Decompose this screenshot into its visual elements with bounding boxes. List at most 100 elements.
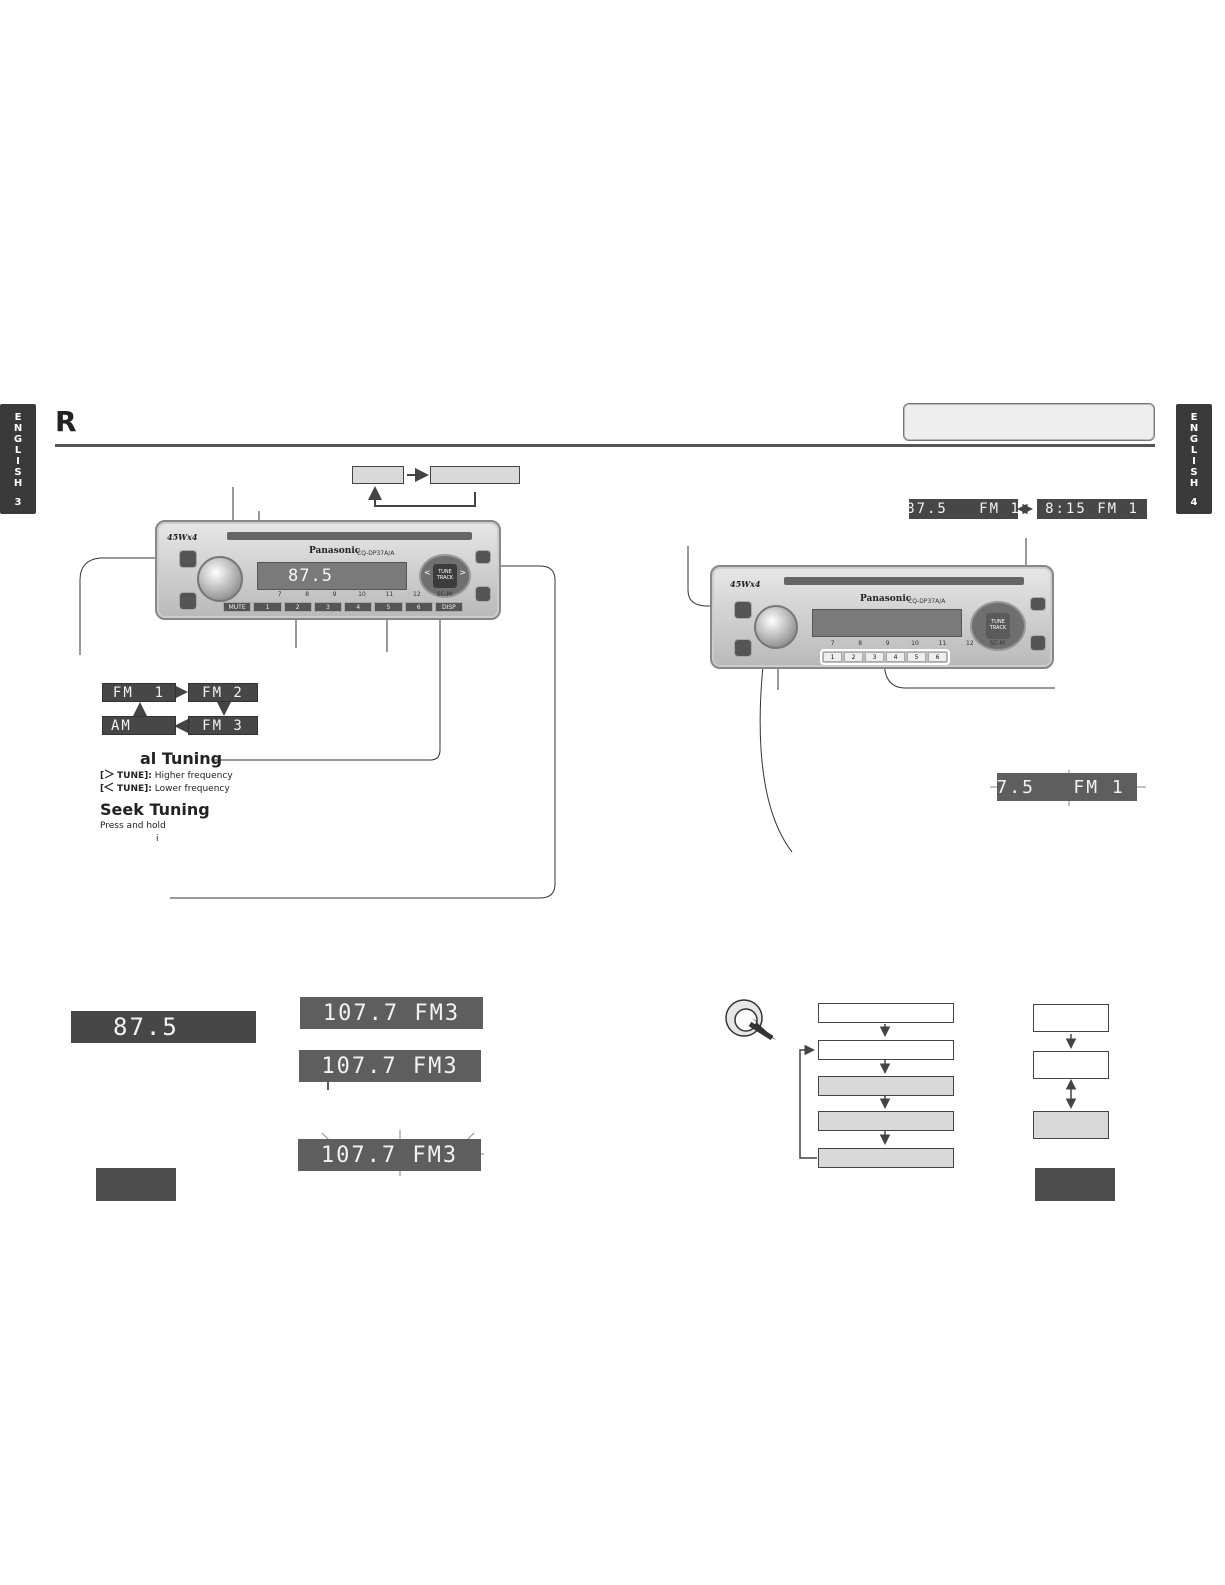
source-button[interactable] [179, 550, 197, 568]
tune-down-label: TUNE]: [117, 784, 152, 794]
preset-num: 11 [385, 591, 394, 598]
power-button[interactable] [1030, 635, 1046, 651]
side-tab-letter: E [14, 412, 22, 423]
preset-button-row: 1 2 3 4 5 6 [820, 649, 950, 665]
preset-num: SC-M [436, 591, 452, 598]
volume-knob[interactable] [754, 605, 798, 649]
preset-button-6[interactable]: 6 [928, 652, 947, 662]
side-tab-letter: H [1189, 478, 1199, 489]
header-callout-box [903, 403, 1155, 441]
tune-left-arrow[interactable]: < [424, 568, 431, 577]
tune-track-dial[interactable]: TUNE TRACK < > [419, 554, 471, 598]
preset-num: 12 [966, 640, 974, 647]
band-lcd-am: AM [102, 716, 176, 735]
band-lcd-fm1: FM 1 [102, 683, 176, 702]
wattage-label: 45Wx4 [730, 579, 761, 589]
preset-number-row: 7 8 9 10 11 12 SC-M [820, 639, 1010, 649]
wattage-label: 45Wx4 [167, 532, 198, 542]
preset-button-2[interactable]: 2 [844, 652, 863, 662]
note-badge-left [96, 1168, 176, 1201]
mute-button[interactable]: MUTE [223, 602, 252, 612]
lcd-display: 87.5 [257, 562, 407, 590]
tune-track-dial[interactable]: TUNE TRACK [970, 601, 1026, 651]
car-stereo-front-panel: 45Wx4 Panasonic CQ-DP37A/A TUNE TRACK 7 … [710, 565, 1054, 669]
tune-up-desc: Higher frequency [154, 771, 233, 781]
tune-right-arrow[interactable]: > [459, 568, 466, 577]
preset-num: 7 [830, 640, 835, 647]
preset-button-5[interactable]: 5 [907, 652, 926, 662]
page-number: 3 [14, 497, 22, 508]
lcd-freq-only: 87.5 [71, 1011, 256, 1043]
preset-num: 11 [938, 640, 947, 647]
tune-up-line: [ TUNE]: Higher frequency [100, 769, 233, 781]
eject-button[interactable] [475, 550, 491, 564]
band-lcd-fm3: FM 3 [188, 716, 258, 735]
side-tab-letter: S [14, 467, 22, 478]
display-frequency: 87.5 [288, 566, 333, 586]
brand-logo: Panasonic [860, 594, 912, 604]
disp-button[interactable]: DISP [434, 602, 463, 612]
preset-num: 8 [858, 640, 863, 647]
flow-box-4 [818, 1111, 954, 1131]
side-tab-letter: N [13, 423, 23, 434]
seek-tuning-heading: Seek Tuning [100, 800, 210, 819]
preset-button-2[interactable]: 2 [283, 602, 312, 612]
side-tab-letter: L [1190, 445, 1198, 456]
tune-track-button[interactable]: TUNE TRACK [986, 613, 1010, 639]
preset-button-1[interactable]: 1 [253, 602, 282, 612]
side-box-2 [1033, 1051, 1109, 1079]
side-box-3 [1033, 1111, 1109, 1139]
page-number: 4 [1190, 497, 1198, 508]
tune-label: TUNE [991, 619, 1005, 625]
side-box-1 [1033, 1004, 1109, 1032]
preset-number-row: 7 8 9 10 11 12 SC-M [267, 590, 457, 600]
model-label: CQ-DP37A/A [357, 550, 395, 557]
preset-button-3[interactable]: 3 [313, 602, 342, 612]
tune-track-button[interactable]: TUNE TRACK [433, 564, 457, 588]
flow-box-1 [818, 1003, 954, 1023]
volume-knob[interactable] [197, 556, 243, 602]
side-tab-english-right: E N G L I S H 4 [1176, 404, 1212, 514]
model-label: CQ-DP37A/A [908, 598, 946, 605]
car-stereo-front-panel: 45Wx4 Panasonic CQ-DP37A/A 87.5 TUNE TRA… [155, 520, 501, 620]
lcd-freq-band-a: 107.7 FM3 [300, 997, 483, 1029]
preset-button-4[interactable]: 4 [344, 602, 373, 612]
side-tab-english-left: E N G L I S H 3 [0, 404, 36, 514]
brand-logo: Panasonic [309, 546, 361, 556]
tune-left-icon [103, 782, 114, 792]
page-title-letter: R [55, 405, 77, 438]
band-button[interactable] [179, 592, 197, 610]
tune-label: TUNE [438, 569, 452, 575]
preset-button-1[interactable]: 1 [823, 652, 842, 662]
preset-num: SC-M [989, 640, 1005, 647]
preset-num: 8 [305, 591, 310, 598]
seek-tuning-desc-2: i [156, 834, 159, 844]
band-button[interactable] [734, 639, 752, 657]
flow-box-3 [818, 1076, 954, 1096]
lcd-freq-band-blink: 107.7 FM3 [298, 1139, 481, 1171]
side-tab-letter: L [14, 445, 22, 456]
track-label: TRACK [436, 575, 454, 581]
title-rule [55, 444, 1155, 447]
volume-knob-press-icon [725, 999, 776, 1041]
lcd-freq-band-b: 107.7 FM3 [299, 1050, 481, 1082]
track-label: TRACK [989, 625, 1007, 631]
preset-num: 10 [911, 640, 919, 647]
manual-tuning-heading: al Tuning [140, 749, 223, 768]
preset-button-4[interactable]: 4 [886, 652, 905, 662]
preset-button-3[interactable]: 3 [865, 652, 884, 662]
lcd-display [812, 609, 962, 637]
lcd-clock-display: 8:15 FM 1 [1037, 499, 1147, 519]
eject-button[interactable] [1030, 597, 1046, 611]
note-badge-right [1035, 1168, 1115, 1201]
lcd-freq-display: 87.5 FM 1 [909, 499, 1018, 519]
preset-button-6[interactable]: 6 [404, 602, 433, 612]
preset-num: 9 [885, 640, 890, 647]
side-tab-letter: I [16, 456, 20, 467]
side-tab-letter: E [1190, 412, 1198, 423]
power-button[interactable] [475, 586, 491, 602]
source-button[interactable] [734, 601, 752, 619]
preset-button-5[interactable]: 5 [374, 602, 403, 612]
tune-down-desc: Lower frequency [154, 784, 230, 794]
tune-right-icon [104, 769, 115, 779]
